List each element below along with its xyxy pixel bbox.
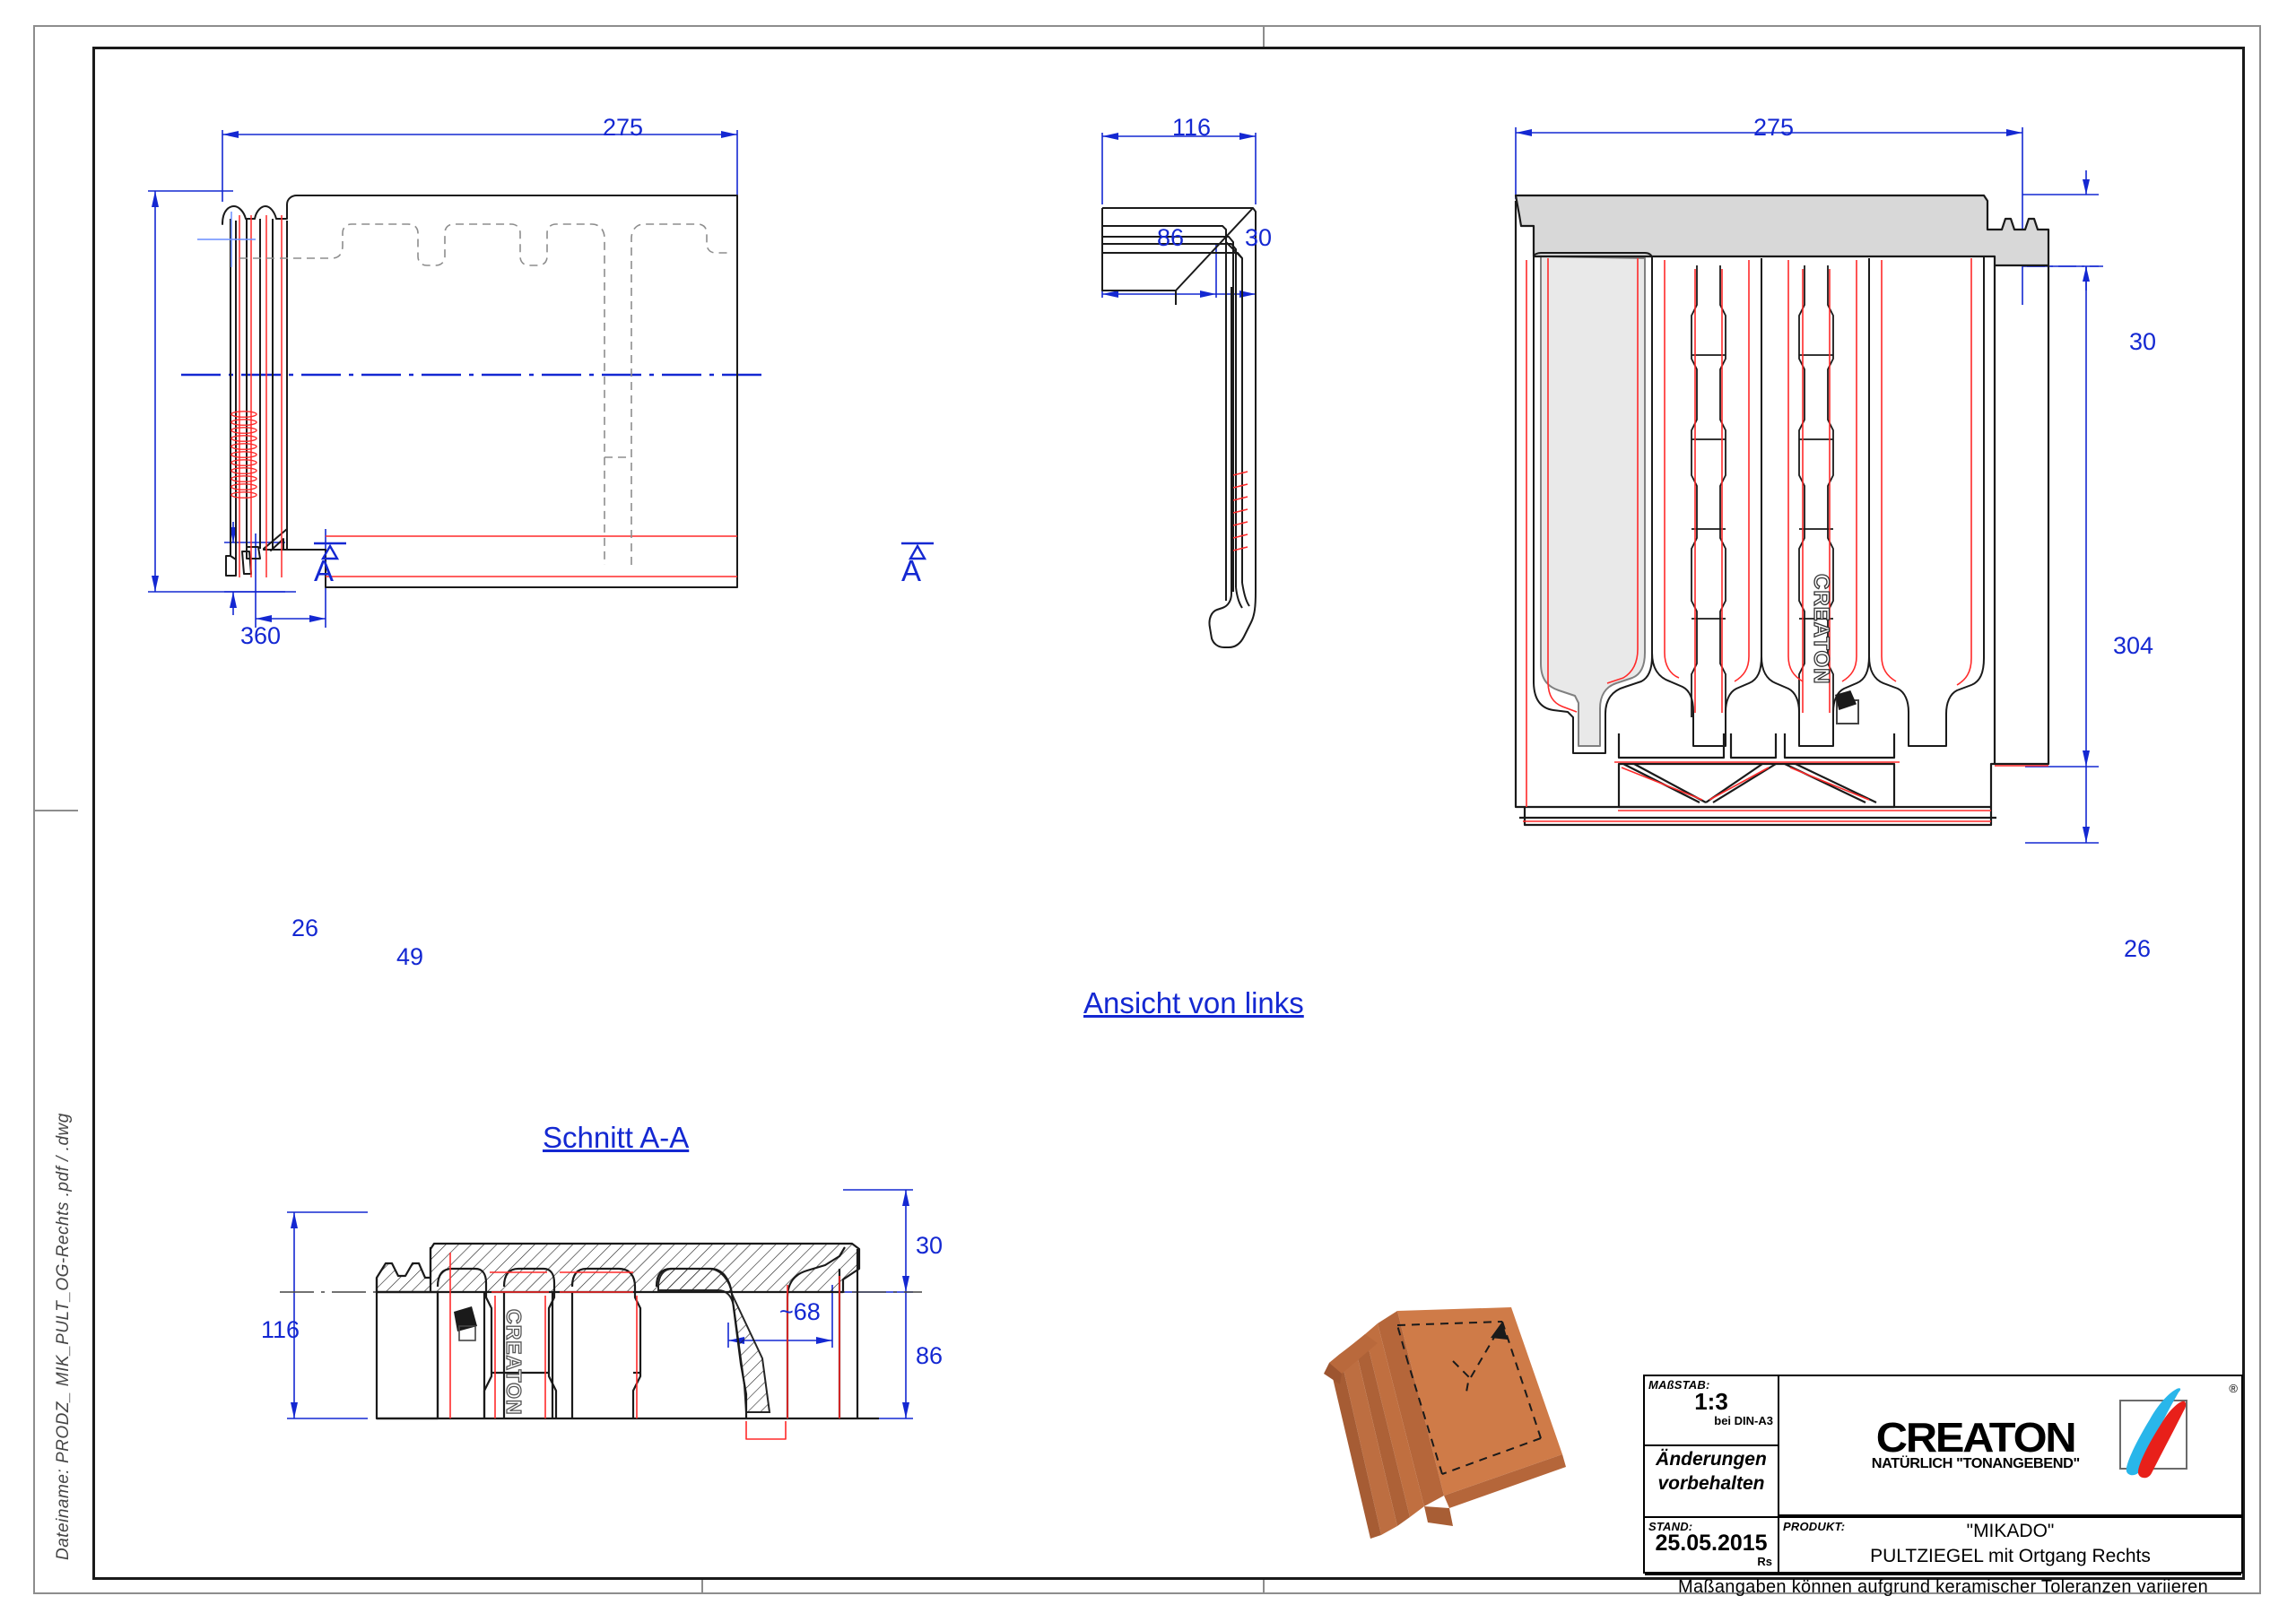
creaton-logo: CREATON NATÜRLICH "TONANGEBEND" ® — [1779, 1376, 2241, 1516]
rear-view-bottom-braces — [1617, 733, 1896, 809]
rear-view-outline — [1514, 194, 2050, 267]
rear-view-red-overlay — [1523, 258, 2048, 822]
front-view-dimension-lines — [148, 130, 738, 628]
front-view-red-serration — [230, 411, 257, 499]
product-description: PULTZIEGEL mit Ortgang Rechts — [1870, 1546, 2151, 1567]
product-3d-render — [1318, 1291, 1614, 1569]
side-view-outline — [1101, 207, 1257, 648]
section-aa-red-overlay — [449, 1253, 840, 1440]
title-block: MAßSTAB: 1:3 bei DIN-A3 Änderungen vorbe… — [1643, 1375, 2243, 1597]
section-mark-left-arrow — [312, 538, 348, 561]
side-view — [1090, 133, 1466, 924]
front-view-hidden-lines — [239, 223, 732, 565]
section-aa-rib-hatch — [657, 1268, 771, 1413]
product-label: PRODUKT: — [1783, 1520, 1846, 1533]
filename-label: Dateiname: PRODZ_ MIK_PULT_OG-Rechts .pd… — [54, 1113, 73, 1560]
side-dim-86: 86 — [1157, 224, 1185, 251]
sheet-tick-top — [1263, 25, 1265, 47]
scale-label: MAßSTAB: — [1648, 1378, 1710, 1392]
section-mark-right-label: A — [901, 554, 922, 587]
rear-view — [1507, 127, 2135, 986]
rear-view-keyholes — [1691, 265, 1834, 717]
rear-dim-30: 30 — [2129, 328, 2157, 355]
section-mark-right-arrow — [900, 538, 935, 561]
section-aa-dim-86: 86 — [916, 1342, 944, 1369]
sheet-inner-border — [92, 47, 2245, 1580]
front-dim-49: 49 — [396, 943, 424, 970]
stand-value: 25.05.2015 — [1655, 1531, 1768, 1556]
rear-dim-26: 26 — [2124, 935, 2152, 962]
section-aa-dim-rib: ~68 — [779, 1298, 821, 1325]
front-dim-26: 26 — [291, 915, 319, 941]
rear-view-brand-swoosh — [1835, 690, 1857, 710]
front-view-red-overlay — [239, 215, 737, 577]
changes-line-2: vorbehalten — [1657, 1472, 1765, 1494]
front-dim-360: 360 — [240, 622, 282, 649]
stand-label: STAND: — [1648, 1520, 1693, 1533]
sheet-tick-left — [33, 810, 78, 811]
rear-dim-304: 304 — [2113, 632, 2154, 659]
scale-note: bei DIN-A3 — [1714, 1414, 1773, 1427]
section-mark-left-label: A — [314, 554, 335, 587]
side-view-title: Ansicht von links — [1083, 986, 1304, 1019]
section-aa-view — [280, 1189, 969, 1457]
section-aa-dim-30: 30 — [916, 1232, 944, 1259]
product-name: "MIKADO" — [1966, 1521, 2055, 1541]
logo-registered-mark: ® — [2229, 1382, 2238, 1395]
side-dim-30: 30 — [1245, 224, 1273, 251]
stand-initials: Rs — [1757, 1555, 1772, 1568]
scale-value: 1:3 — [1694, 1388, 1728, 1415]
sheet-tick-bottom2 — [701, 1580, 703, 1594]
side-dim-116: 116 — [1172, 114, 1212, 141]
rear-view-brand-emboss: CREATON — [1808, 573, 1833, 685]
logo-swoosh-icon — [2126, 1388, 2187, 1479]
front-view-ref-cross — [197, 212, 256, 267]
front-view — [148, 130, 924, 1004]
rear-dim-275: 275 — [1753, 114, 1795, 141]
section-aa-dim-116: 116 — [261, 1316, 300, 1343]
changes-line-1: Änderungen — [1656, 1449, 1767, 1470]
tolerance-note: Maßangaben können aufgrund keramischer T… — [1645, 1574, 2241, 1600]
section-aa-brand-emboss: CREATON — [501, 1308, 526, 1416]
logo-claim: NATÜRLICH "TONANGEBEND" — [1871, 1456, 2080, 1472]
front-view-outline — [222, 195, 738, 588]
rear-view-dimension-lines — [1515, 127, 2099, 844]
rear-view-outline-lower — [1514, 201, 2050, 827]
rear-view-ribs — [1533, 252, 1653, 754]
logo-wordmark: CREATON — [1875, 1413, 2077, 1461]
rear-view-channels — [1651, 256, 1985, 747]
section-aa-brand-mark — [454, 1306, 477, 1341]
side-view-red-serration — [1232, 471, 1248, 551]
section-aa-title: Schnitt A-A — [543, 1121, 690, 1154]
front-dim-275: 275 — [603, 114, 644, 141]
sheet-tick-bottom — [1263, 1580, 1265, 1594]
